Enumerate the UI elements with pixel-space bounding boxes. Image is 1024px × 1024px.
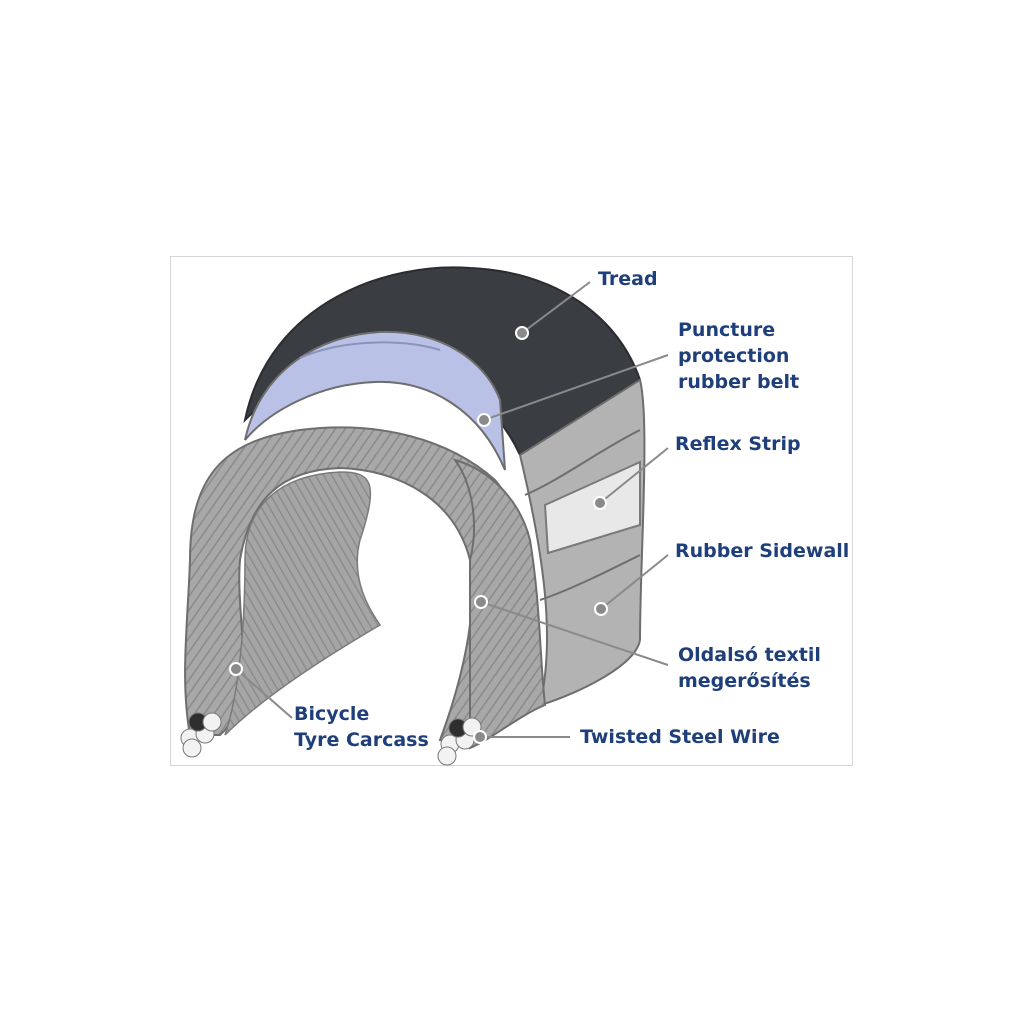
dot-reflex [593,496,607,510]
label-carcass-line-2: Tyre Carcass [294,729,429,751]
right-bead-wire [437,717,482,766]
leader-carcass [235,668,293,719]
leader-lines [235,281,669,738]
leader-reflex [599,447,669,504]
reflex-strip [543,460,641,555]
leader-tread [521,281,591,334]
label-puncture-line-1: Puncture [678,319,775,341]
left-bead-wire [180,712,222,758]
sidewall-ridge-2 [539,554,641,601]
label-tread: Tread [598,268,658,290]
dot-tread [515,326,529,340]
left-carcass-face [224,471,382,736]
label-oldalso-line-1: Oldalsó textil [678,644,821,666]
leader-sidewall [600,554,669,610]
label-puncture-line-3: rubber belt [678,371,799,393]
dot-sidewall [594,602,608,616]
label-reflex-strip: Reflex Strip [675,433,801,455]
label-oldalso-line-2: megerősítés [678,670,811,692]
label-puncture-line-2: protection [678,345,789,367]
textile-reinforcement [452,458,547,750]
leader-dots [229,326,608,744]
dot-puncture [477,413,491,427]
label-carcass-line-1: Bicycle [294,703,369,725]
label-rubber-sidewall: Rubber Sidewall [675,540,849,562]
dot-wire [473,730,487,744]
sidewall-ridge-1 [524,429,641,496]
leader-oldalso [480,601,669,666]
label-twisted-steel-wire: Twisted Steel Wire [580,726,780,748]
dot-carcass [229,662,243,676]
puncture-belt [244,330,506,471]
leader-puncture [483,354,669,421]
dot-oldalso [474,595,488,609]
puncture-belt-edge [299,341,441,359]
